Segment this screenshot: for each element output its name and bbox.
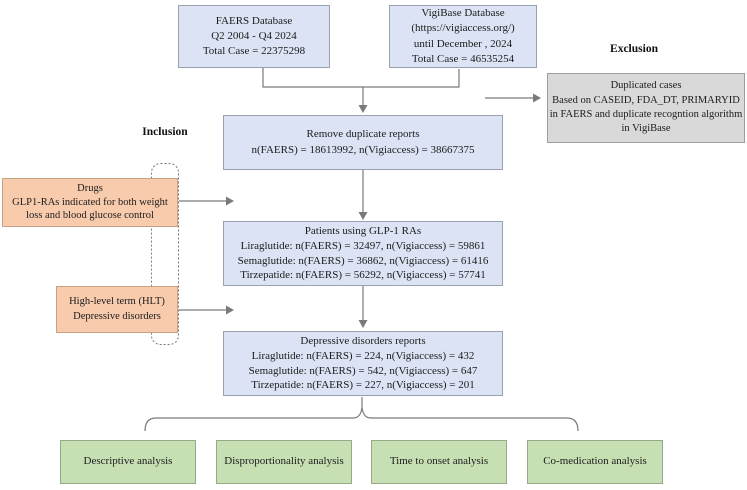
box-line: Drugs bbox=[77, 183, 103, 195]
box-line: Semaglutide: n(FAERS) = 542, n(Vigiacces… bbox=[248, 364, 478, 377]
box-line: Semaglutide: n(FAERS) = 36862, n(Vigiacc… bbox=[237, 254, 489, 267]
box-line: Tirzepatide: n(FAERS) = 227, n(Vigiacces… bbox=[251, 379, 475, 392]
analyses-brace bbox=[144, 397, 579, 432]
arrowhead-right-icon bbox=[226, 196, 234, 206]
box-line: VigiBase Database bbox=[421, 7, 505, 20]
box-line: Descriptive analysis bbox=[83, 455, 173, 468]
box-line: Total Case = 22375298 bbox=[202, 45, 306, 58]
hlt-criteria-box: High-level term (HLT) Depressive disorde… bbox=[56, 286, 178, 333]
box-line: GLP1-RAs indicated for both weight bbox=[12, 196, 168, 208]
faers-database-box: FAERS Database Q2 2004 - Q4 2024 Total C… bbox=[178, 5, 330, 68]
box-line: n(FAERS) = 18613992, n(Vigiaccess) = 386… bbox=[251, 143, 475, 156]
vigibase-database-box: VigiBase Database (https://vigiaccess.or… bbox=[389, 5, 537, 68]
arrow-drugs-criteria bbox=[179, 196, 234, 206]
exclusion-arrow bbox=[485, 93, 541, 103]
box-line: Duplicated cases bbox=[610, 80, 682, 92]
arrow-remove-to-patients bbox=[358, 170, 368, 220]
box-line: Remove duplicate reports bbox=[306, 128, 420, 141]
box-line: loss and blood glucose control bbox=[26, 210, 154, 222]
depressive-reports-box: Depressive disorders reports Liraglutide… bbox=[223, 331, 503, 396]
box-line: Tirzepatide: n(FAERS) = 56292, n(Vigiacc… bbox=[240, 269, 486, 282]
arrow-patients-to-depressive bbox=[358, 286, 368, 328]
co-medication-analysis-box: Co-medication analysis bbox=[527, 440, 663, 484]
duplicated-cases-box: Duplicated cases Based on CASEID, FDA_DT… bbox=[547, 73, 745, 143]
arrowhead-down-icon bbox=[358, 105, 368, 113]
box-line: Time to onset analysis bbox=[389, 455, 489, 468]
exclusion-label: Exclusion bbox=[610, 43, 658, 55]
box-line: Depressive disorders reports bbox=[300, 335, 426, 348]
remove-duplicates-box: Remove duplicate reports n(FAERS) = 1861… bbox=[223, 115, 503, 170]
box-line: Total Case = 46535254 bbox=[411, 52, 515, 65]
box-line: Patients using GLP-1 RAs bbox=[304, 225, 422, 238]
descriptive-analysis-box: Descriptive analysis bbox=[60, 440, 196, 484]
top-merge-connector bbox=[262, 68, 460, 113]
box-line: Q2 2004 - Q4 2024 bbox=[211, 29, 297, 42]
arrowhead-right-icon bbox=[533, 93, 541, 103]
inclusion-label: Inclusion bbox=[142, 126, 188, 138]
box-line: (https://vigiaccess.org/) bbox=[411, 22, 515, 35]
box-line: until December , 2024 bbox=[413, 37, 513, 50]
time-to-onset-analysis-box: Time to onset analysis bbox=[371, 440, 507, 484]
box-line: Based on CASEID, FDA_DT, PRIMARYID bbox=[552, 94, 740, 106]
box-line: Liraglutide: n(FAERS) = 32497, n(Vigiacc… bbox=[240, 239, 486, 252]
box-line: in FAERS and duplicate recogntion algori… bbox=[549, 109, 743, 120]
arrow-hlt-criteria bbox=[179, 305, 234, 315]
arrowhead-down-icon bbox=[358, 320, 368, 328]
arrowhead-right-icon bbox=[226, 305, 234, 315]
box-line: Co-medication analysis bbox=[543, 455, 647, 468]
box-line: FAERS Database bbox=[215, 14, 293, 27]
box-line: Depressive disorders bbox=[73, 310, 161, 322]
arrowhead-down-icon bbox=[358, 212, 368, 220]
box-line: High-level term (HLT) bbox=[69, 295, 165, 307]
box-line: Disproportionality analysis bbox=[224, 455, 344, 468]
box-line: Liraglutide: n(FAERS) = 224, n(Vigiacces… bbox=[251, 349, 475, 362]
inclusion-dotted-bracket bbox=[151, 163, 179, 345]
disproportionality-analysis-box: Disproportionality analysis bbox=[216, 440, 352, 484]
patients-glp1-box: Patients using GLP-1 RAs Liraglutide: n(… bbox=[223, 221, 503, 286]
drugs-criteria-box: Drugs GLP1-RAs indicated for both weight… bbox=[2, 178, 178, 227]
box-line: in VigiBase bbox=[621, 123, 671, 135]
